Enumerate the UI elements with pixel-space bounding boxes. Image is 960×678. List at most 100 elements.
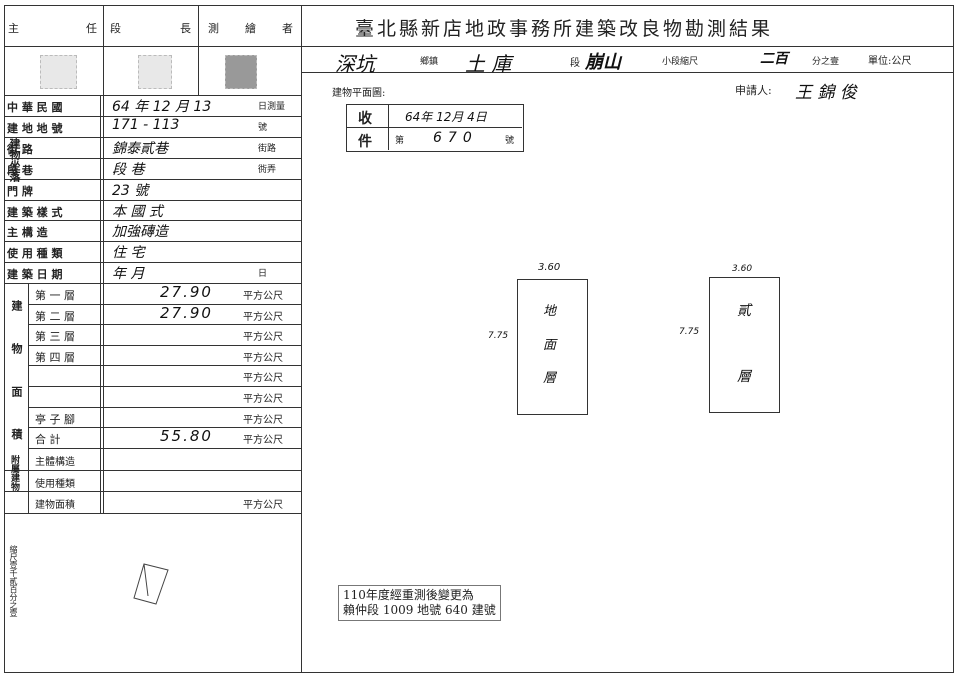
resurvey-note-line2: 賴仲段 1009 地號 640 建號	[343, 603, 496, 617]
receipt-date: 64年 12月 4日	[405, 110, 487, 124]
receipt-stamp	[346, 104, 524, 152]
area-row-line	[28, 365, 301, 366]
scale-note-label: 縮尺壹千貳百分之壹	[9, 545, 18, 617]
area-row-value: 55.80	[160, 427, 213, 445]
divider-form-right	[301, 5, 302, 673]
header-bottom	[4, 95, 301, 96]
header-hui: 繪	[245, 22, 256, 35]
room1-text-2: 面	[543, 338, 557, 353]
form-row-line	[4, 200, 301, 201]
resurvey-note: 110年度經重測後變更為 賴仲段 1009 地號 640 建號	[338, 585, 501, 621]
form-row-value: 64 年 12 月 13	[112, 99, 212, 115]
room1-text-3: 層	[543, 371, 557, 386]
area-row-line	[28, 324, 301, 325]
area-row-unit: 平方公尺	[243, 415, 283, 426]
form-row-label: 使 用 種 類	[7, 247, 63, 260]
subsection-suffix: 小段縮尺	[662, 57, 699, 67]
form-row-label: 建 築 樣 式	[7, 206, 63, 219]
form-row-value: 錦泰貳巷	[112, 141, 168, 157]
room2-text-2: 層	[737, 369, 751, 385]
accessory-row-label: 建物面積	[35, 500, 75, 511]
applicant-label: 申請人:	[735, 84, 772, 97]
plan-label: 建物平面圖:	[332, 88, 386, 99]
location-divider	[301, 72, 954, 73]
form-row-value: 加強磚造	[112, 224, 168, 240]
header-zhuren: 主	[8, 22, 19, 35]
header-zhe: 者	[282, 22, 293, 35]
form-row-label: 段 巷	[7, 164, 33, 177]
header-ce: 測	[208, 22, 219, 35]
receipt-no-prefix: 第	[395, 136, 405, 146]
area-row-line	[28, 386, 301, 387]
accessory-label: 附屬建物	[9, 455, 19, 491]
area-row-line	[28, 304, 301, 305]
area-row-label: 合 計	[35, 433, 61, 446]
divider-header-1	[198, 5, 199, 95]
form-row-label: 主 構 造	[7, 226, 48, 239]
area-row-label: 第 三 層	[35, 330, 75, 343]
building-location-label: 建物坐落	[8, 138, 21, 182]
building-area-label: 建 物 面 積	[10, 300, 23, 454]
form-row-label: 建 地 地 號	[7, 122, 63, 135]
form-row-value: 住 宅	[112, 245, 145, 261]
scale-value: 二百	[760, 51, 788, 67]
area-row-line	[28, 448, 301, 449]
form-row-label: 中 華 民 國	[7, 101, 63, 114]
form-row-line	[4, 220, 301, 221]
township-suffix: 鄉鎮	[420, 57, 439, 67]
header-duan: 段	[110, 22, 121, 35]
supervisor-seal	[40, 55, 77, 89]
area-row-unit: 平方公尺	[243, 394, 283, 405]
form-row-value: 23 號	[112, 183, 149, 199]
area-row-unit: 平方公尺	[243, 312, 283, 323]
form-row-line	[4, 262, 301, 263]
accessory-row-label: 使用種類	[35, 479, 75, 490]
form-row-value: 本 國 式	[112, 204, 163, 220]
form-row-line	[4, 137, 301, 138]
area-row-unit: 平方公尺	[243, 373, 283, 384]
form-row-line	[4, 241, 301, 242]
form-row-label: 門 牌	[7, 185, 33, 198]
form-row-line	[4, 179, 301, 180]
form-row-line	[4, 158, 301, 159]
accessory-row-unit: 平方公尺	[243, 500, 283, 511]
form-row-line	[4, 283, 301, 284]
divider-left-column	[103, 5, 104, 513]
form-row-suffix: 號	[258, 123, 268, 133]
accessory-row-line	[4, 470, 301, 471]
form-row-label: 建 築 日 期	[7, 268, 63, 281]
area-row-line	[28, 427, 301, 428]
accessory-row-line	[4, 513, 301, 514]
applicant-name: 王 錦 俊	[795, 83, 857, 103]
document-title: 臺北縣新店地政事務所建築改良物勘測結果	[355, 18, 774, 40]
form-row-suffix: 日測量	[258, 102, 286, 112]
resurvey-note-line1: 110年度經重測後變更為	[343, 588, 474, 602]
floor-plan-ground	[517, 279, 588, 415]
document-frame	[4, 5, 954, 673]
form-row-suffix: 日	[258, 269, 268, 279]
floor-plan-second	[709, 277, 780, 413]
form-row-value: 年 月	[112, 266, 145, 282]
area-row-line	[28, 345, 301, 346]
unit-label: 單位:公尺	[868, 56, 912, 67]
section-value: 土 庫	[465, 52, 512, 76]
divider-side-label	[28, 283, 29, 513]
form-row-label: 街 路	[7, 143, 33, 156]
area-row-unit: 平方公尺	[243, 332, 283, 343]
header-zhang: 長	[180, 22, 191, 35]
section-chief-seal	[138, 55, 172, 89]
room1-text-1: 地	[543, 304, 557, 319]
form-row-value: 段 巷	[112, 162, 145, 178]
area-row-label: 第 四 層	[35, 351, 75, 364]
accessory-row-label: 主體構造	[35, 457, 75, 468]
area-row-label: 亭 子 腳	[35, 413, 75, 426]
header-divider	[4, 46, 954, 47]
area-row-value: 27.90	[160, 283, 213, 301]
receipt-number: 670	[433, 130, 478, 146]
area-row-value: 27.90	[160, 304, 213, 322]
room2-height: 7.75	[679, 327, 700, 337]
room1-width: 3.60	[538, 262, 561, 273]
location-sketch	[133, 563, 169, 605]
area-row-unit: 平方公尺	[243, 353, 283, 364]
area-row-label: 第 二 層	[35, 310, 75, 323]
